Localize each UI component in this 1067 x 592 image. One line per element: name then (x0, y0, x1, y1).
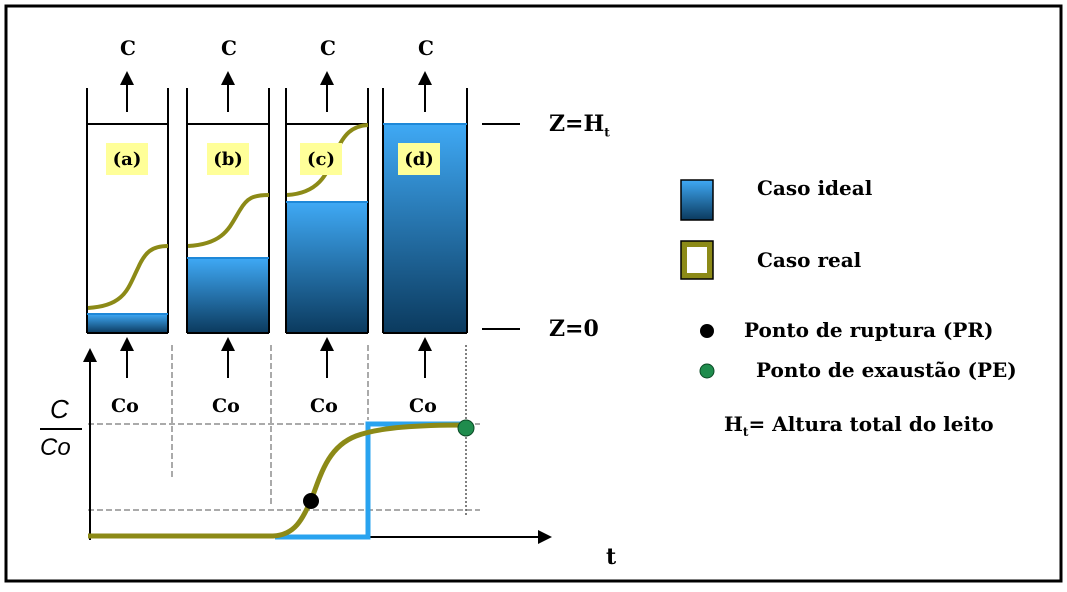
breakthrough-graph (83, 345, 552, 544)
legend-exhaustion-label: Ponto de exaustão (PE) (756, 358, 1017, 382)
panel-label-a: (a) (106, 143, 148, 175)
inlet-label-c: Co (310, 395, 338, 417)
outer-border (4, 4, 1063, 583)
panel-label-d: (d) (398, 143, 440, 175)
y-axis-denominator: Co (40, 434, 71, 461)
exhaustion-point (457, 419, 475, 437)
real-curve-b (187, 193, 270, 248)
column-b (186, 88, 270, 334)
outlet-label-a: C (120, 36, 136, 60)
real-breakthrough-curve (88, 422, 467, 539)
column-d (382, 88, 468, 334)
x-axis-label: t (606, 544, 617, 570)
inlet-arrows (120, 337, 432, 378)
height-top-label: Z=Ht (549, 111, 610, 140)
legend-rupture-label: Ponto de ruptura (PR) (744, 318, 994, 342)
ideal-fill-a (88, 314, 167, 333)
height-bottom-label: Z=0 (549, 316, 599, 342)
legend-height-definition: Ht= Altura total do leito (724, 412, 994, 439)
ideal-step-line (275, 421, 466, 540)
legend-ideal-label: Caso ideal (757, 176, 873, 200)
outlet-arrows (120, 71, 432, 112)
column-c (285, 88, 369, 334)
panel-label-b: (b) (207, 143, 249, 175)
legend-real-swatch-inner (687, 247, 707, 273)
green-dot-icon (699, 363, 715, 379)
outlet-label-b: C (221, 36, 237, 60)
rupture-point (303, 493, 319, 509)
ideal-fill-c (287, 202, 367, 333)
black-dot-icon (700, 324, 714, 338)
outlet-label-c: C (320, 36, 336, 60)
legend-real-label: Caso real (757, 248, 862, 272)
inlet-label-b: Co (212, 395, 240, 417)
panel-label-c: (c) (300, 143, 342, 175)
ideal-fill-b (188, 258, 268, 333)
y-axis-numerator: C (50, 394, 69, 424)
real-curve-a (87, 244, 169, 310)
outlet-label-d: C (418, 36, 434, 60)
inlet-label-a: Co (111, 395, 139, 417)
inlet-label-d: Co (409, 395, 437, 417)
column-a (86, 88, 169, 334)
legend-ideal-swatch (680, 179, 714, 221)
